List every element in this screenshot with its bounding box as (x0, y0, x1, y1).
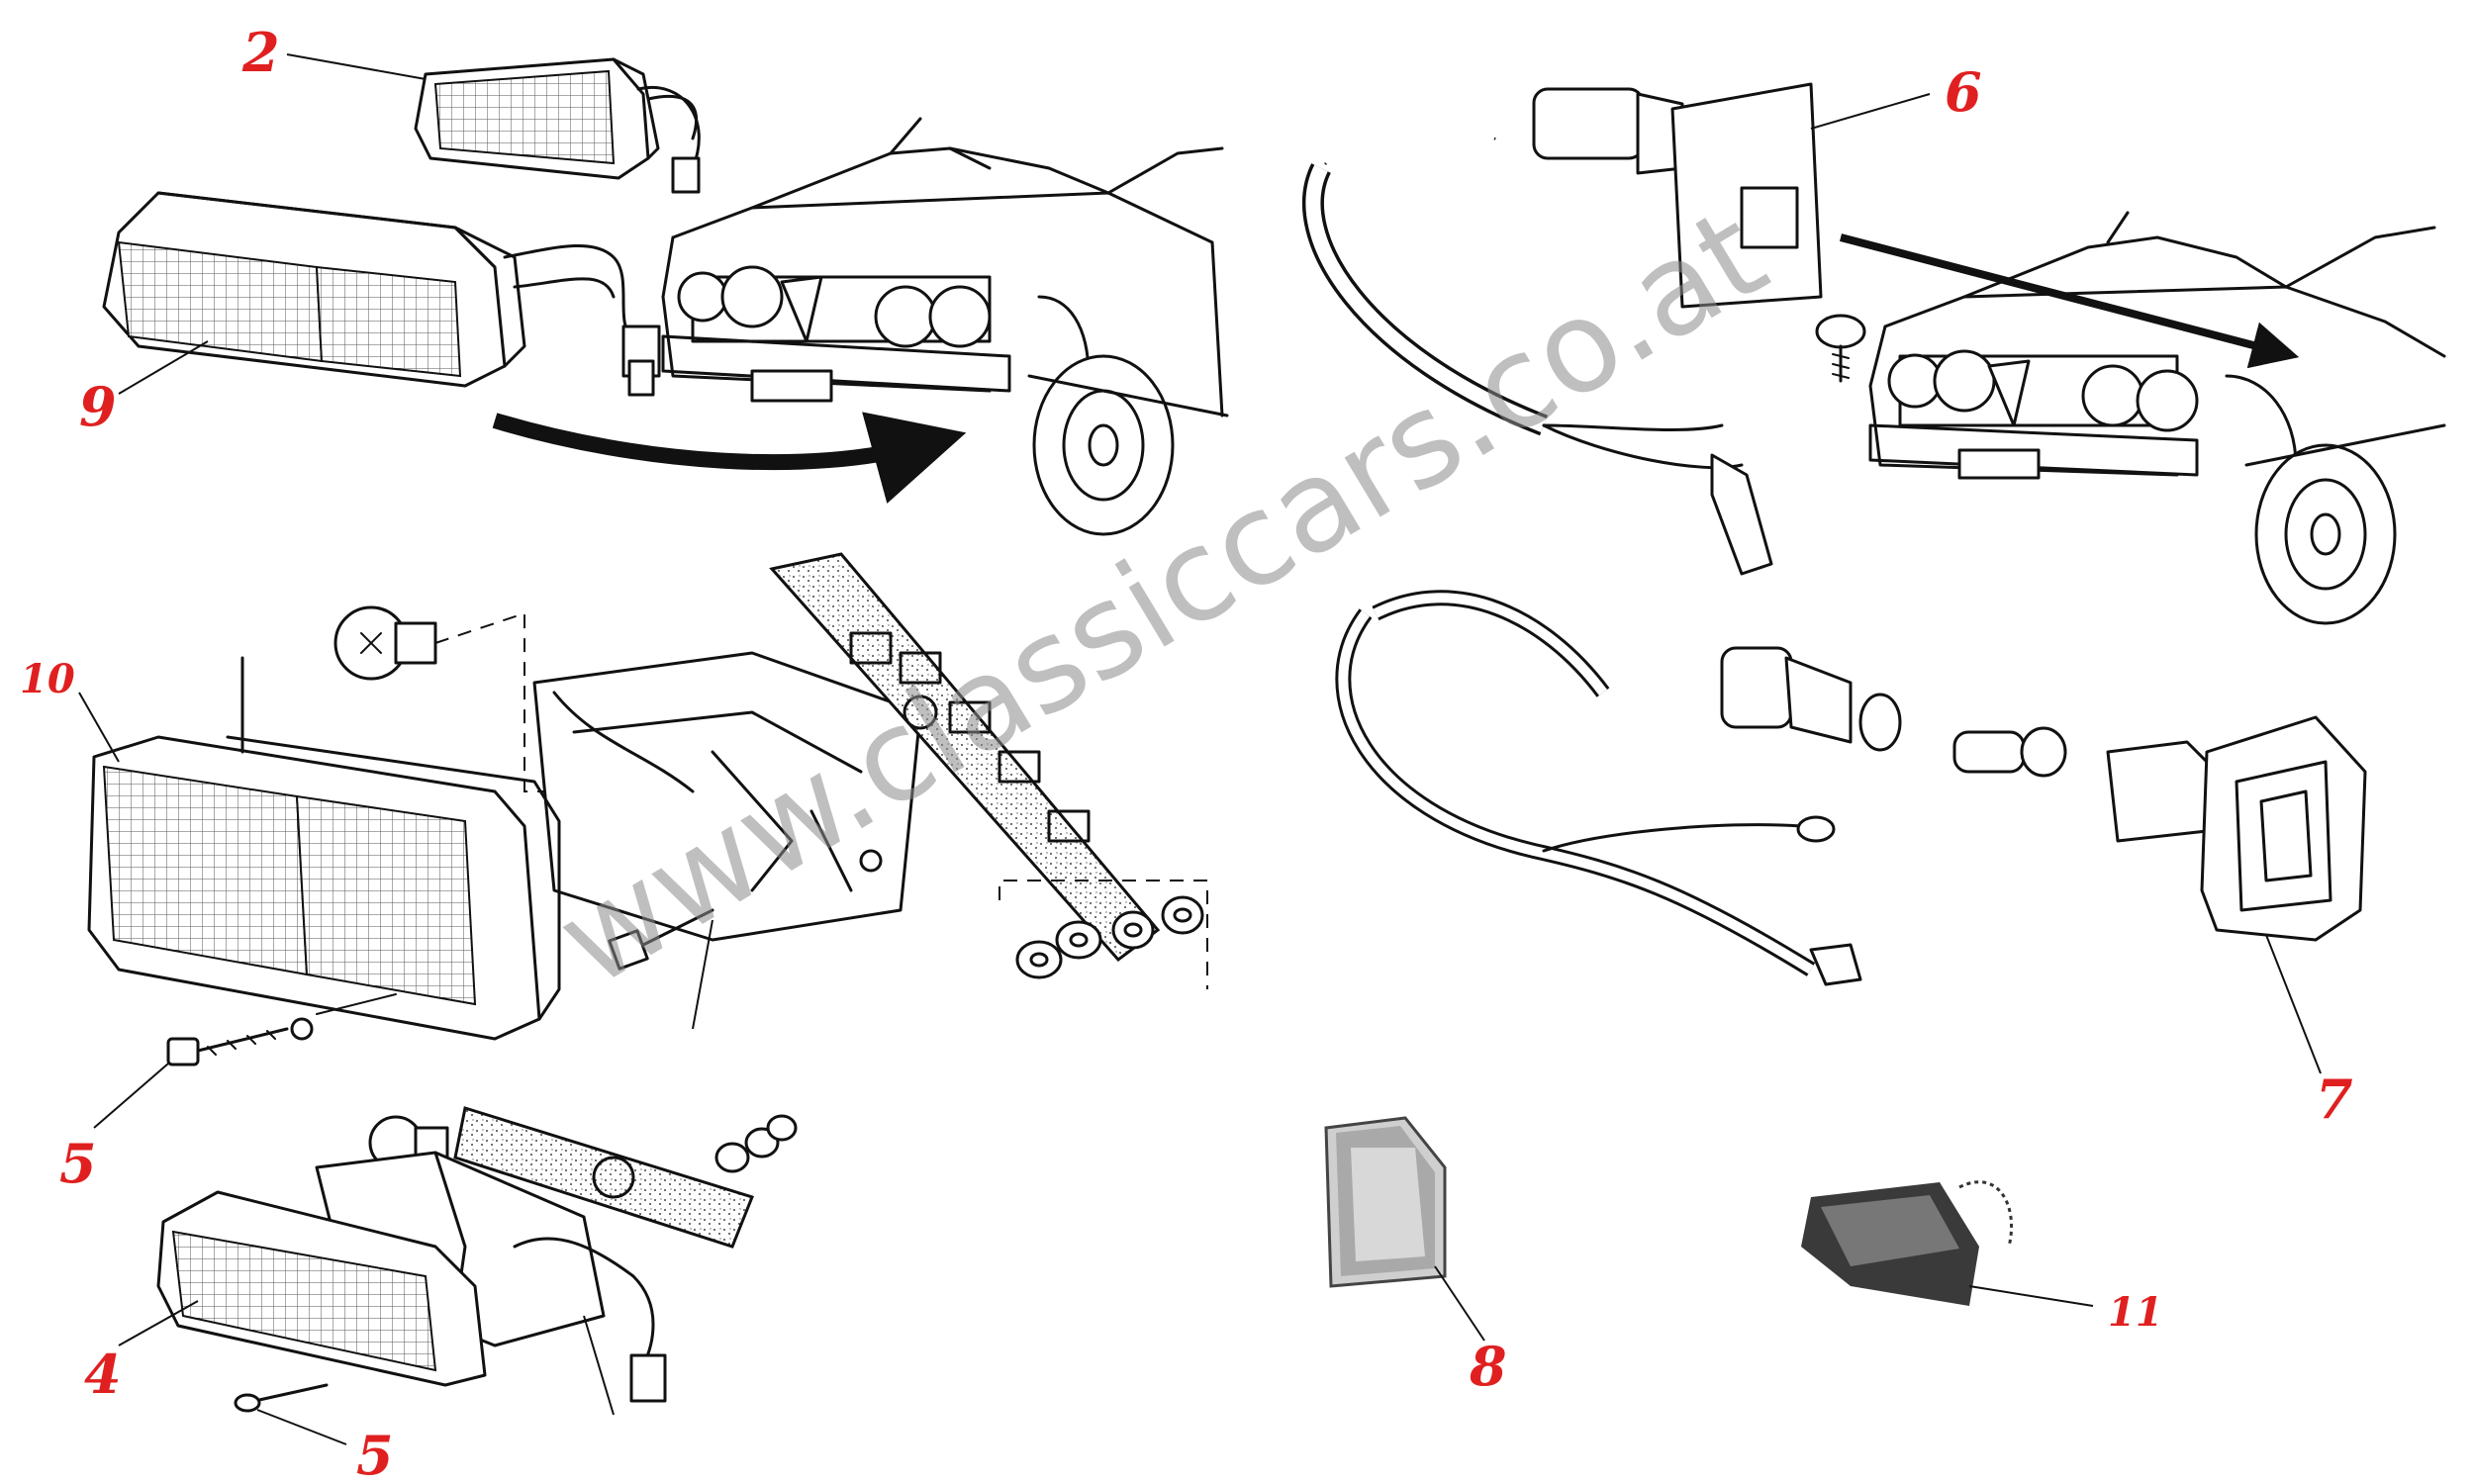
lamp-housing-10 (532, 651, 922, 942)
wedge-bulb (1952, 726, 2067, 778)
assembly-dashline-bottom (999, 880, 1208, 989)
arrow-9-to-car (492, 412, 967, 504)
callout-7: 7 (2316, 1067, 2353, 1131)
car-front-right (1868, 211, 2446, 625)
callout-8: 8 (1469, 1335, 1507, 1398)
callout-6: 6 (1945, 60, 1982, 124)
callout-11: 11 (2108, 1289, 2163, 1336)
small-indicator-lamp (414, 57, 701, 194)
car-front-left (661, 117, 1229, 536)
callout-5-bottom: 5 (356, 1424, 394, 1484)
side-repeater-assembly (1302, 82, 1823, 576)
part-11-lamp (1801, 1180, 2014, 1306)
nuts-washers (1015, 895, 1204, 979)
repeater-screw (1815, 314, 1866, 383)
leader-lines (78, 53, 2322, 1445)
callout-2: 2 (241, 21, 280, 84)
nuts-bottom (714, 1114, 798, 1173)
gasket-plate (769, 552, 1161, 963)
bulb-socket (1720, 646, 1902, 752)
callout-4: 4 (84, 1343, 122, 1406)
callout-9: 9 (79, 375, 117, 438)
screw-5-top (166, 993, 397, 1067)
repeater-wiring-exploded (1335, 590, 1862, 986)
bolt-long (608, 908, 714, 971)
callout-5-top: 5 (59, 1132, 97, 1195)
bulb-exploded-top (333, 605, 437, 681)
indicator-plate-bottom (453, 1106, 754, 1249)
part-8-lens (1324, 1116, 1447, 1288)
large-lamp-lens-10 (87, 656, 561, 1041)
screw-5-bottom (234, 1383, 329, 1413)
indicator-lens-4 (156, 1190, 487, 1387)
front-indicator-lamp-large (102, 191, 661, 397)
callout-10: 10 (20, 656, 75, 702)
repeater-lens-7 (2106, 715, 2367, 942)
